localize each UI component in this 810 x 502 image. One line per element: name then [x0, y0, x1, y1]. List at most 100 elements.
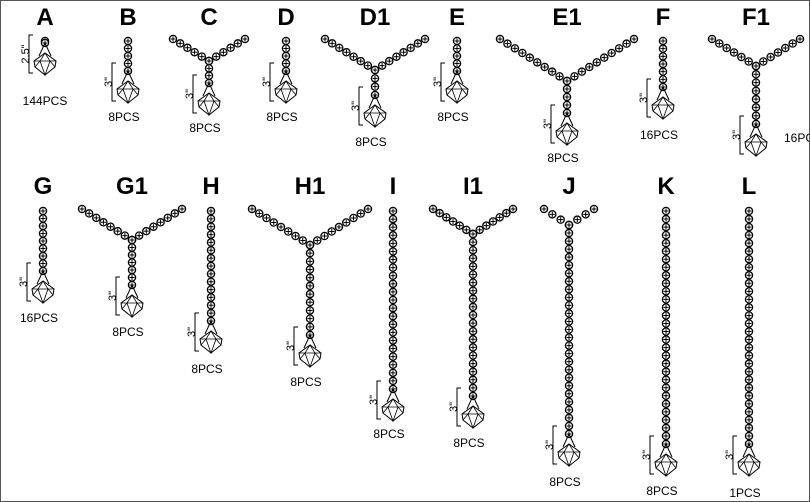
bead-facet: [390, 248, 396, 254]
bead-facet: [206, 58, 212, 64]
drop-length-label: 3": [638, 93, 650, 103]
bead-facet: [350, 215, 357, 221]
bead-facet: [179, 206, 185, 212]
crystal-facets: [34, 52, 56, 77]
bead-facet: [437, 210, 443, 216]
bead-facet: [322, 36, 328, 42]
bead-facet: [408, 45, 414, 51]
bead-facet: [165, 215, 171, 221]
bead-facet: [242, 36, 248, 42]
crystal-wire: [38, 42, 52, 57]
bead-facet: [724, 45, 730, 51]
bead-facet: [527, 55, 533, 61]
bead-facet: [660, 53, 666, 59]
strand-e1: E13"8PCS: [495, 4, 639, 165]
bead-facet: [129, 259, 135, 266]
crystal-facets: [200, 330, 222, 355]
bead-facet: [663, 264, 669, 270]
bead-facet: [566, 230, 572, 236]
dimension-bracket: [192, 74, 197, 114]
bead-facet: [504, 41, 510, 47]
quantity-label: 1PCS: [729, 486, 760, 500]
bead-facet: [731, 49, 737, 56]
bead-facet: [390, 232, 396, 238]
bead-facet: [208, 208, 214, 214]
style-code-label: K: [657, 173, 675, 200]
style-code-label: H: [202, 173, 219, 200]
bead-facet: [401, 49, 407, 55]
bead-facet: [738, 54, 744, 60]
bead-facet: [40, 253, 46, 259]
dimension-bracket: [649, 435, 654, 475]
bead-facet: [566, 294, 572, 300]
bead-facet: [503, 210, 509, 216]
bead-facet: [663, 216, 669, 222]
drop-length-label: 2.5": [20, 44, 32, 63]
bead-facet: [40, 260, 46, 267]
bead-facet: [746, 409, 752, 415]
style-code-label: G1: [116, 173, 148, 200]
bead-facet: [631, 36, 637, 42]
crystal-drop: [461, 395, 485, 430]
bead-facet: [390, 289, 396, 295]
bead-facet: [372, 67, 378, 73]
drop-length-label: 3": [368, 395, 380, 405]
strand-j: J3"8PCS: [539, 173, 599, 489]
bead-facet: [390, 337, 396, 343]
style-code-label: E1: [552, 4, 581, 31]
bead-facet: [566, 254, 572, 260]
bead-facet: [125, 38, 131, 44]
bead-facet: [390, 208, 396, 214]
crystal-drop: [654, 443, 678, 478]
style-code-label: D: [277, 4, 294, 31]
bead-facet: [365, 63, 371, 69]
bead-facet: [470, 369, 476, 375]
bead-facet: [782, 45, 788, 51]
bead-facet: [390, 313, 396, 319]
style-code-label: F: [656, 4, 671, 31]
bead-facet: [208, 271, 214, 277]
bead-facet: [746, 328, 752, 335]
bead-facet: [566, 302, 572, 308]
crystal-wire: [560, 112, 574, 127]
strand-a: A2.5"144PCS: [20, 4, 67, 108]
style-code-label: G: [34, 173, 53, 200]
bead-facet: [390, 305, 396, 311]
crystal-facets: [275, 80, 297, 105]
bead-facet: [307, 258, 313, 264]
bead-facet: [390, 224, 396, 230]
bead-facet: [663, 425, 669, 431]
bead-facet: [390, 354, 396, 360]
bead-facet: [542, 64, 548, 70]
bead-facet: [470, 280, 476, 286]
bead-facet: [746, 417, 752, 423]
bead-facet: [93, 215, 99, 221]
bead-facet: [566, 262, 572, 268]
bead-facet: [566, 318, 572, 324]
bead-facet: [390, 257, 396, 263]
bead-facet: [470, 255, 476, 261]
bead-facet: [208, 232, 214, 238]
bead-facet: [583, 211, 589, 217]
bead-facet: [129, 274, 135, 281]
bead-facet: [208, 294, 214, 300]
crystal-wire: [125, 284, 139, 299]
bead-facet: [753, 96, 759, 102]
quantity-label: 8PCS: [290, 375, 321, 389]
strand-b: B3"8PCS: [103, 4, 140, 124]
bead-facet: [566, 238, 572, 244]
bead-facet: [79, 206, 85, 212]
bead-facet: [115, 228, 121, 234]
bead-facet: [663, 312, 669, 318]
bead-facet: [208, 279, 214, 285]
bead-facet: [477, 227, 483, 233]
quantity-label: 8PCS: [266, 110, 297, 124]
dimension-bracket: [552, 425, 557, 465]
bead-facet: [336, 224, 342, 230]
bead-facet: [390, 216, 396, 222]
bead-facet: [591, 206, 597, 212]
bead-facet: [470, 288, 476, 294]
bead-facet: [470, 328, 476, 334]
bead-facet: [213, 54, 219, 60]
drop-length-label: 3": [641, 450, 653, 460]
